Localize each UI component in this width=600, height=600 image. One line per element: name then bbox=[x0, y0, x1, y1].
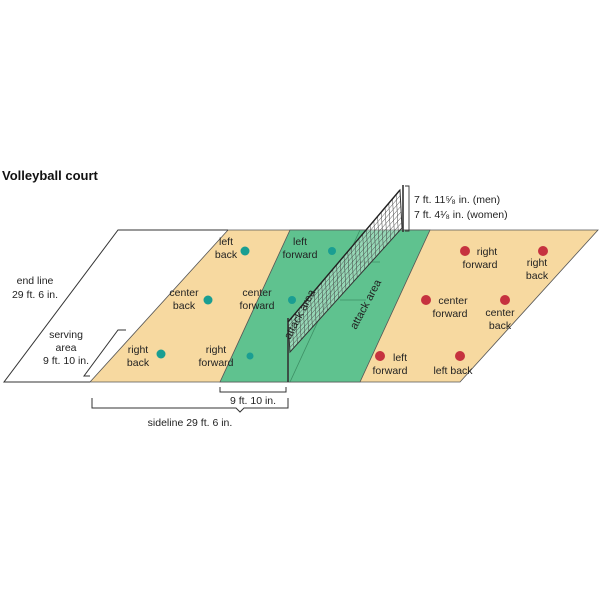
net-mesh-line bbox=[288, 211, 402, 340]
team-a-label-left-back-1: left bbox=[219, 236, 233, 248]
net-mesh-line bbox=[306, 299, 309, 332]
serving-area-label-1: serving bbox=[49, 329, 83, 341]
team-b-label-right-forward-1: right bbox=[477, 246, 498, 258]
net-mesh-line bbox=[392, 198, 395, 237]
diagram-title: Volleyball court bbox=[2, 168, 99, 183]
team-a-label-right-back-1: right bbox=[128, 344, 149, 356]
net-top-band bbox=[287, 189, 401, 323]
team-a-label-right-forward-1: right bbox=[206, 344, 227, 356]
team-a-player-dot bbox=[288, 296, 296, 304]
net-mesh-line bbox=[325, 277, 328, 311]
team-a-player-dot bbox=[246, 352, 254, 360]
net-mesh-line bbox=[313, 291, 317, 324]
net bbox=[287, 185, 404, 382]
net-mesh-line bbox=[288, 206, 402, 336]
net-mesh-line bbox=[321, 282, 324, 315]
net-mesh-line bbox=[298, 308, 302, 340]
team-b-player-dot bbox=[421, 295, 431, 305]
net-mesh-line bbox=[289, 216, 402, 344]
team-b-label-right-forward-2: forward bbox=[462, 259, 497, 271]
net-mesh-line bbox=[317, 286, 321, 319]
team-a-label-left-back-2: back bbox=[215, 249, 238, 261]
team-a-label-center-forward-1: center bbox=[242, 287, 272, 299]
team-a-label-right-forward-2: forward bbox=[198, 357, 233, 369]
team-a-label-center-forward-2: forward bbox=[239, 300, 274, 312]
team-a-player-dot bbox=[240, 246, 250, 256]
team-b-label-left-forward-1: left bbox=[393, 352, 407, 364]
net-mesh-line bbox=[381, 211, 384, 249]
team-a-positions: left back left forward center back cente… bbox=[127, 236, 336, 369]
team-a-label-center-back-1: center bbox=[169, 287, 199, 299]
net-height-men: 7 ft. 11⁵⁄₈ in. (men) bbox=[414, 194, 500, 206]
team-a-label-right-back-2: back bbox=[127, 357, 150, 369]
net-mesh-line bbox=[340, 260, 343, 295]
center-line bbox=[289, 229, 361, 383]
sideline-label: sideline 29 ft. 6 in. bbox=[148, 417, 233, 429]
team-b-label-left-forward-2: forward bbox=[372, 365, 407, 377]
end-line-length: 29 ft. 6 in. bbox=[12, 289, 58, 301]
serving-area-bracket bbox=[83, 329, 126, 377]
net-mesh-line bbox=[328, 273, 332, 307]
net-height-women: 7 ft. 4¹⁄₈ in. (women) bbox=[414, 209, 508, 221]
net-mesh-line bbox=[336, 264, 339, 299]
net-mesh-line bbox=[377, 216, 380, 253]
serving-area-label-2: area bbox=[55, 342, 76, 354]
net-mesh-line bbox=[388, 203, 392, 241]
net-mesh-line bbox=[295, 313, 298, 344]
net-mesh-line bbox=[343, 255, 347, 291]
team-b-label-center-forward-1: center bbox=[438, 295, 468, 307]
attack-depth-bracket bbox=[219, 387, 287, 393]
attack-depth-label: 9 ft. 10 in. bbox=[230, 395, 276, 407]
team-a-label-left-forward-2: forward bbox=[282, 249, 317, 261]
end-line-label: end line bbox=[17, 275, 54, 287]
net-mesh-line bbox=[366, 229, 369, 266]
team-b-player-dot bbox=[500, 295, 510, 305]
net-mesh-line bbox=[289, 222, 402, 348]
team-b-label-right-back-1: right bbox=[527, 257, 548, 269]
serving-area-length: 9 ft. 10 in. bbox=[43, 355, 89, 367]
team-a-label-center-back-2: back bbox=[173, 300, 196, 312]
end-line-bracket bbox=[3, 229, 228, 383]
team-a-label-left-forward-1: left bbox=[293, 236, 307, 248]
net-mesh-line bbox=[384, 207, 388, 245]
team-b-player-dot bbox=[375, 351, 385, 361]
net-mesh-line bbox=[358, 238, 362, 274]
team-b-label-right-back-2: back bbox=[526, 270, 549, 282]
team-b-label-center-back-2: back bbox=[489, 320, 512, 332]
net-mesh-line bbox=[396, 194, 399, 233]
team-b-label-center-back-1: center bbox=[485, 307, 515, 319]
net-mesh-line bbox=[310, 295, 313, 328]
team-a-player-dot bbox=[156, 349, 166, 359]
team-a-player-dot bbox=[203, 295, 213, 305]
team-b-player-dot bbox=[460, 246, 470, 256]
net-mesh-line bbox=[351, 247, 354, 282]
team-b-player-dot bbox=[455, 351, 465, 361]
net-mesh-line bbox=[302, 304, 306, 336]
net-mesh-line bbox=[291, 317, 294, 348]
net-mesh-line bbox=[332, 269, 336, 303]
net-height-bracket bbox=[405, 185, 410, 232]
team-b-label-center-forward-2: forward bbox=[432, 308, 467, 320]
net-mesh-line bbox=[369, 225, 373, 262]
net-mesh-line bbox=[288, 200, 401, 331]
team-b-label-left-back: left back bbox=[433, 365, 473, 377]
net-mesh-line bbox=[354, 242, 358, 278]
team-b-positions: right forward right back center forward … bbox=[372, 246, 549, 377]
net-mesh-line bbox=[362, 233, 365, 270]
team-b-player-dot bbox=[538, 246, 548, 256]
net-mesh-line bbox=[373, 220, 377, 257]
sideline-bracket bbox=[91, 398, 289, 413]
net-mesh-line bbox=[288, 195, 401, 327]
team-a-player-dot bbox=[328, 247, 336, 255]
net-mesh-line bbox=[347, 251, 350, 286]
